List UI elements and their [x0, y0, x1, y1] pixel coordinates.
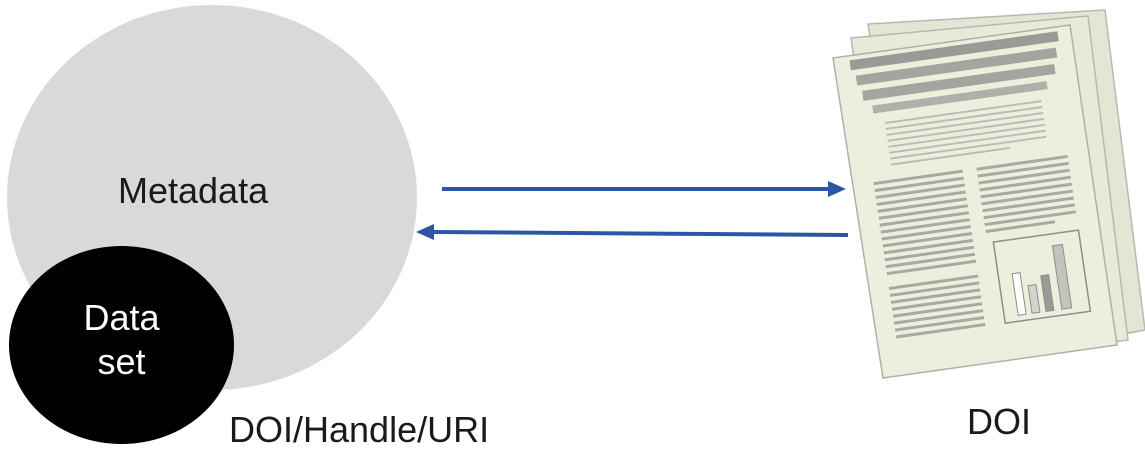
dataset-label-line2: set: [97, 341, 146, 382]
dataset-label-line1: Data: [83, 297, 160, 338]
dataset-identifier-label: DOI/Handle/URI: [229, 409, 490, 450]
publication-identifier-label: DOI: [967, 401, 1032, 442]
arrow-right-icon: [442, 181, 846, 197]
metadata-label: Metadata: [118, 170, 269, 211]
dataset-circle: [9, 246, 234, 444]
arrow-left-icon: [416, 224, 849, 240]
dataset-label: Data set: [9, 296, 234, 384]
